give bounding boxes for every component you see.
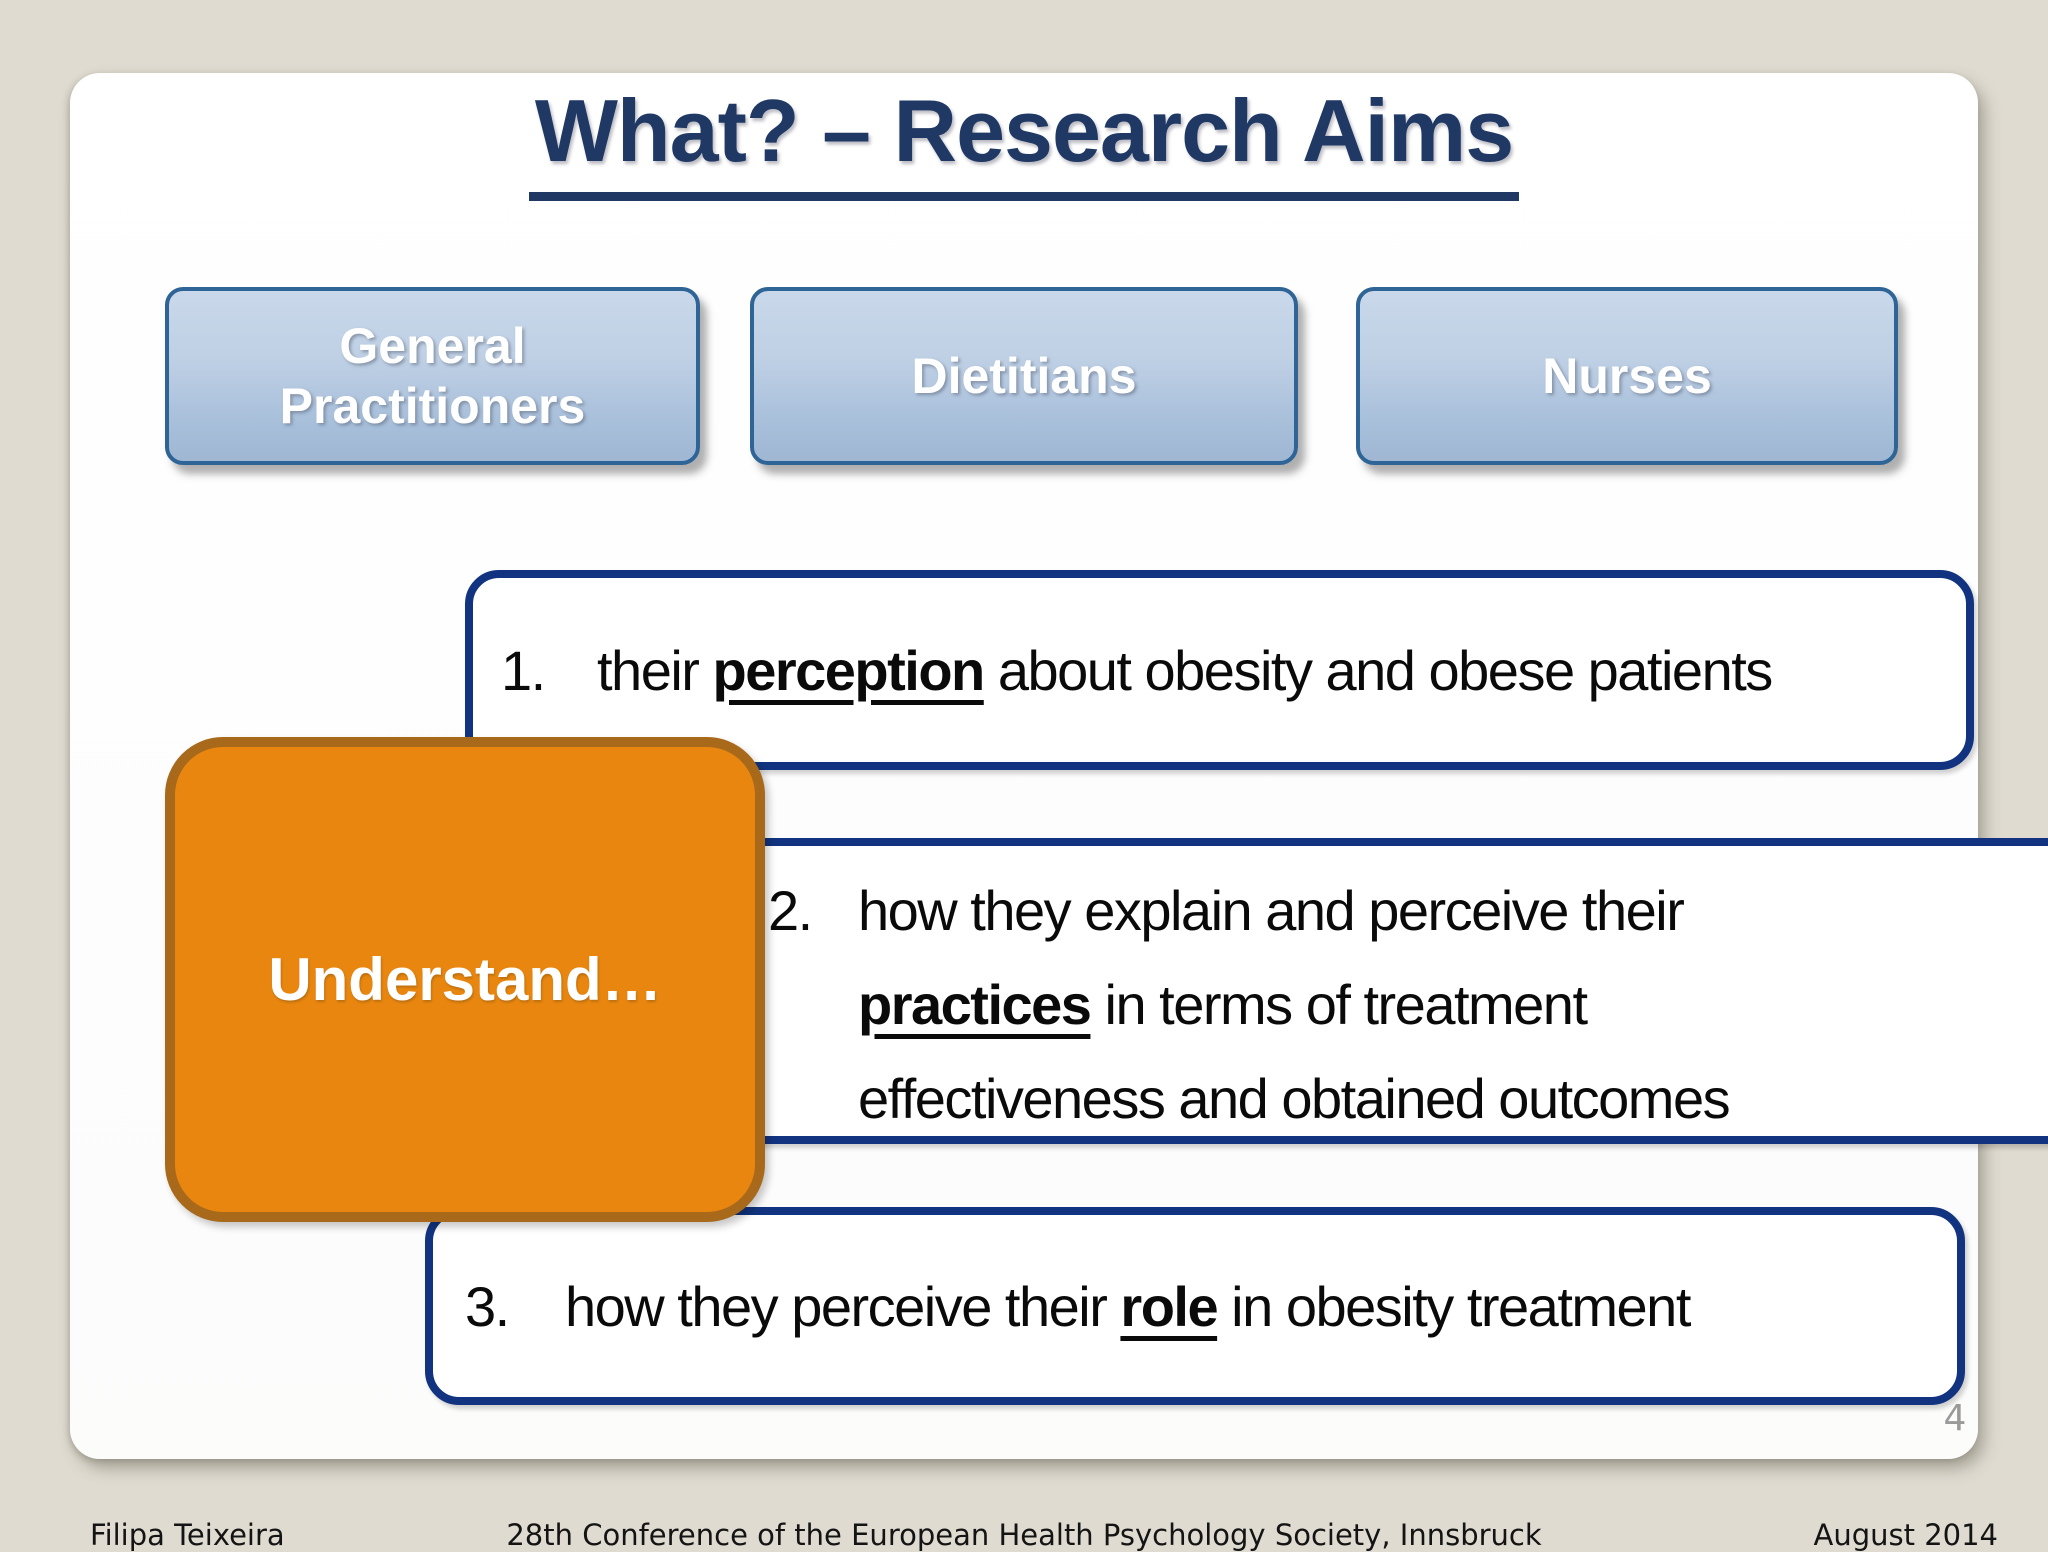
aim-text-post: in obesity treatment bbox=[1217, 1274, 1691, 1338]
understand-box: Understand… bbox=[165, 737, 765, 1222]
aim-text-post: in terms of treatment effectiveness and … bbox=[858, 973, 1731, 1130]
footer-conference: 28th Conference of the European Health P… bbox=[506, 1518, 1542, 1552]
category-box-nurses: Nurses bbox=[1356, 287, 1898, 465]
aim-keyword: practices bbox=[858, 973, 1092, 1036]
aim-number: 2. bbox=[768, 879, 813, 942]
slide-page-number: 4 bbox=[1943, 1398, 1967, 1439]
understand-label: Understand… bbox=[268, 946, 662, 1013]
category-box-dietitians: Dietitians bbox=[750, 287, 1298, 465]
aim-text: how they explain and perceive their prac… bbox=[858, 864, 1858, 1146]
category-box-general-practitioners: General Practitioners bbox=[165, 287, 700, 465]
category-label: General Practitioners bbox=[279, 318, 586, 434]
aim-box-3: 3. how they perceive their role in obesi… bbox=[425, 1207, 1965, 1405]
aim-text-pre: how they explain and perceive their bbox=[858, 879, 1685, 942]
aim-text-post: about obesity and obese patients bbox=[983, 638, 1773, 702]
category-label: Dietitians bbox=[911, 348, 1137, 404]
aim-number: 1. bbox=[501, 638, 546, 702]
aim-text-pre: how they perceive their bbox=[565, 1274, 1121, 1338]
aim-text-pre: their bbox=[597, 638, 713, 702]
aim-text: how they perceive their role in obesity … bbox=[565, 1274, 1957, 1339]
category-label: Nurses bbox=[1542, 348, 1712, 404]
aim-text: their perception about obesity and obese… bbox=[597, 638, 1946, 703]
footer-date: August 2014 bbox=[1813, 1518, 1998, 1552]
aim-keyword: perception bbox=[712, 638, 986, 702]
aim-keyword: role bbox=[1120, 1274, 1218, 1338]
aim-number: 3. bbox=[465, 1274, 510, 1338]
slide-title: What? – Research Aims bbox=[528, 80, 1520, 201]
aim-box-1: 1. their perception about obesity and ob… bbox=[465, 570, 1974, 770]
slide-title-area: What? – Research Aims bbox=[70, 80, 1978, 201]
aim-box-2: 2. how they explain and perceive their p… bbox=[555, 838, 2048, 1144]
